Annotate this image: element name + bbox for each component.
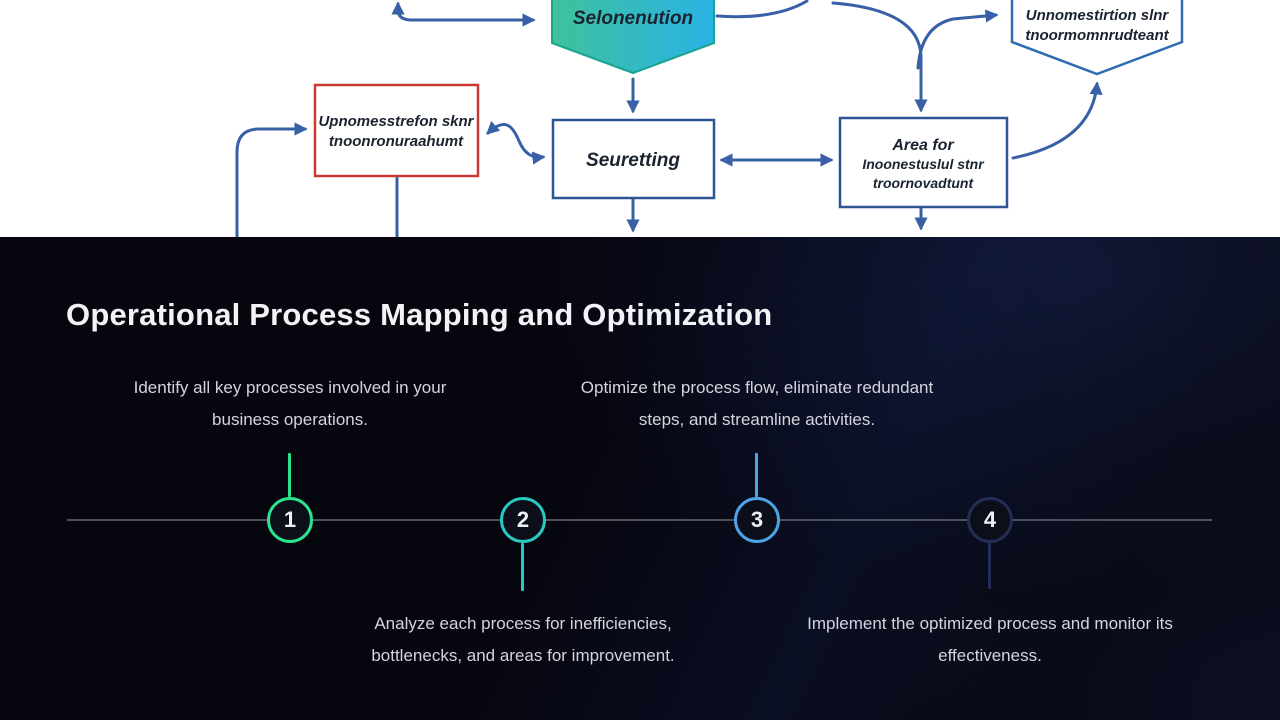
arrow-down-into-area — [831, 1, 928, 113]
area-box-line2: Inoonestuslul stnr — [862, 156, 985, 172]
slide-title: Operational Process Mapping and Optimiza… — [66, 297, 773, 332]
flow-arrows — [235, 0, 1103, 237]
timeline-node-2: 2 — [500, 497, 546, 543]
arrow-bottom-into-upstream — [235, 122, 308, 237]
sorting-box — [551, 118, 716, 200]
step-1-line2: business operations. — [212, 409, 368, 429]
step-1-connector — [288, 453, 291, 497]
step-3-line1: Optimize the process flow, eliminate red… — [580, 378, 934, 397]
area-box-line1: Area for — [891, 137, 954, 154]
step-2-line1: Analyze each process for inefficiencies, — [374, 614, 672, 633]
step-2-description: Analyze each process for inefficiencies,… — [308, 608, 738, 671]
area-box — [838, 116, 1009, 209]
step-4-description: Implement the optimized process and moni… — [775, 608, 1205, 671]
upstream-box — [313, 83, 480, 178]
process-flowchart: Selonenution Unnomestirtion slnr tnoormo… — [0, 0, 1280, 237]
step-4-connector — [988, 543, 991, 589]
right-pentagon — [1010, 0, 1184, 76]
area-box-line3: troornovadtunt — [873, 175, 975, 191]
step-4-number: 4 — [983, 507, 997, 532]
step-2-line2: bottlenecks, and areas for improvement. — [371, 645, 675, 665]
step-2-connector — [521, 543, 524, 591]
upstream-box-line2: tnoonronuraahumt — [329, 133, 464, 150]
step-4-line2: effectiveness. — [938, 645, 1042, 665]
upstream-box-line1: Upnomesstrefon sknr — [318, 113, 474, 130]
right-pentagon-line2: tnoormomnrudteant — [1025, 27, 1169, 44]
step-3-line2: steps, and streamline activities. — [638, 409, 876, 429]
timeline-node-4: 4 — [967, 497, 1013, 543]
step-2-number: 2 — [516, 507, 530, 532]
flowchart-svg: Selonenution Unnomestirtion slnr tnoormo… — [235, 0, 1184, 237]
step-1-number: 1 — [283, 507, 297, 532]
arrow-into-selection — [391, 1, 536, 27]
step-1-line1: Identify all key processes involved in y… — [133, 378, 447, 397]
arrow-squiggle-bidirectional — [486, 120, 546, 165]
step-4-line1: Implement the optimized process and moni… — [807, 614, 1173, 633]
step-3-description: Optimize the process flow, eliminate red… — [557, 372, 957, 435]
step-3-connector — [755, 453, 758, 497]
timeline-node-3: 3 — [734, 497, 780, 543]
arrow-into-right-pentagon — [916, 9, 999, 70]
arrow-selection-out-right — [715, 0, 809, 19]
timeline-axis — [67, 519, 1212, 521]
selection-pentagon-label: Selonenution — [573, 8, 693, 29]
right-pentagon-line1: Unnomestirtion slnr — [1026, 7, 1170, 24]
step-3-number: 3 — [750, 507, 764, 532]
step-1-description: Identify all key processes involved in y… — [90, 372, 490, 435]
timeline-node-1: 1 — [267, 497, 313, 543]
sorting-box-label: Seuretting — [586, 150, 680, 171]
slide-body: Operational Process Mapping and Optimiza… — [0, 237, 1280, 720]
selection-pentagon — [551, 0, 715, 75]
arrow-area-up-to-pentagon — [1011, 81, 1103, 160]
